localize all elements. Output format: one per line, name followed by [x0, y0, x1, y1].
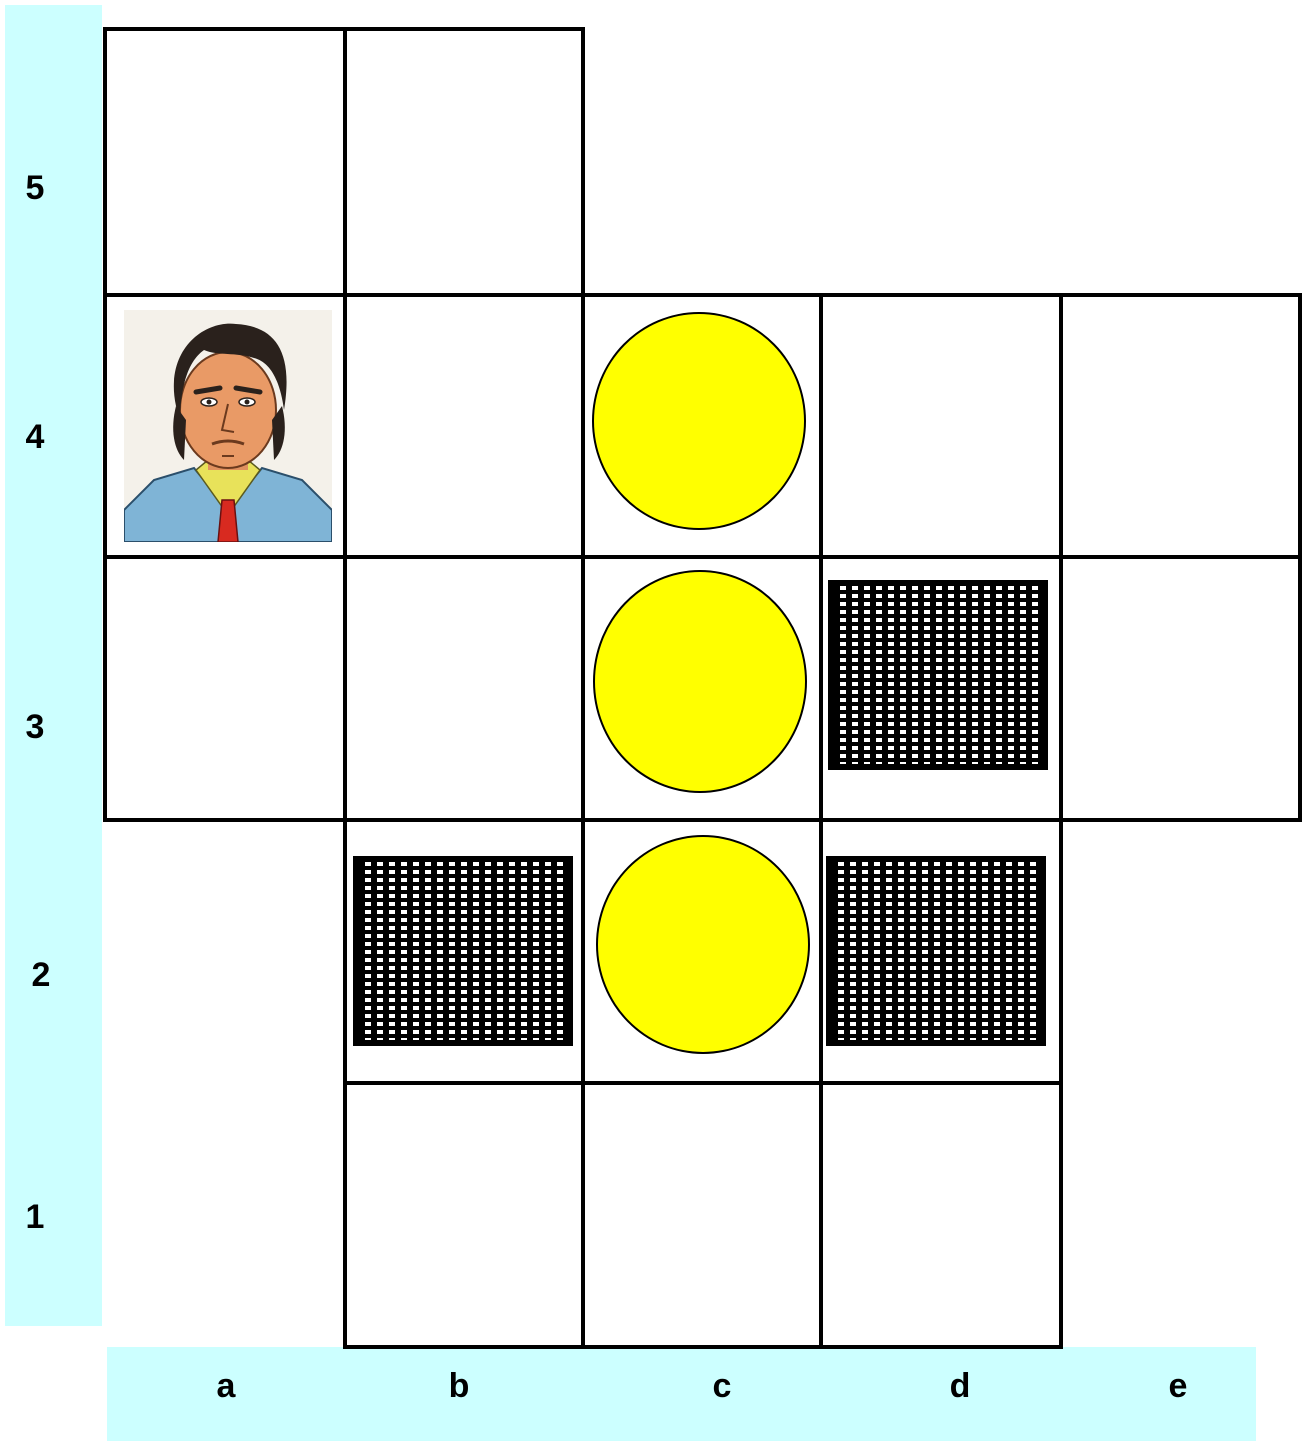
- man-portrait-drawing: [124, 310, 332, 542]
- square-b3[interactable]: [343, 555, 585, 822]
- square-b4[interactable]: [343, 293, 585, 559]
- file-label-strip: [107, 1347, 1256, 1441]
- rank-label-2: 2: [11, 955, 71, 995]
- rank-label-4: 4: [5, 417, 65, 457]
- square-a5[interactable]: [103, 27, 347, 297]
- checkered-block-d3[interactable]: [828, 580, 1048, 770]
- square-b5[interactable]: [343, 27, 585, 297]
- checkered-block-d2[interactable]: [826, 856, 1046, 1046]
- checkered-block-b2[interactable]: [353, 856, 573, 1046]
- square-d1[interactable]: [819, 1081, 1063, 1349]
- yellow-token-c3[interactable]: [593, 570, 807, 793]
- yellow-token-c2[interactable]: [596, 835, 810, 1054]
- file-label-b: b: [429, 1366, 489, 1406]
- square-e4[interactable]: [1059, 293, 1302, 559]
- square-e3[interactable]: [1059, 555, 1302, 822]
- square-b1[interactable]: [343, 1081, 585, 1349]
- square-c1[interactable]: [581, 1081, 823, 1349]
- man-portrait-icon[interactable]: [124, 310, 332, 542]
- yellow-token-c4[interactable]: [592, 312, 806, 530]
- file-label-d: d: [930, 1366, 990, 1406]
- file-label-c: c: [692, 1366, 752, 1406]
- square-a3[interactable]: [103, 555, 347, 822]
- rank-label-3: 3: [5, 707, 65, 747]
- rank-label-1: 1: [5, 1197, 65, 1237]
- file-label-a: a: [196, 1366, 256, 1406]
- file-label-e: e: [1148, 1366, 1208, 1406]
- rank-label-5: 5: [5, 168, 65, 208]
- square-d4[interactable]: [819, 293, 1063, 559]
